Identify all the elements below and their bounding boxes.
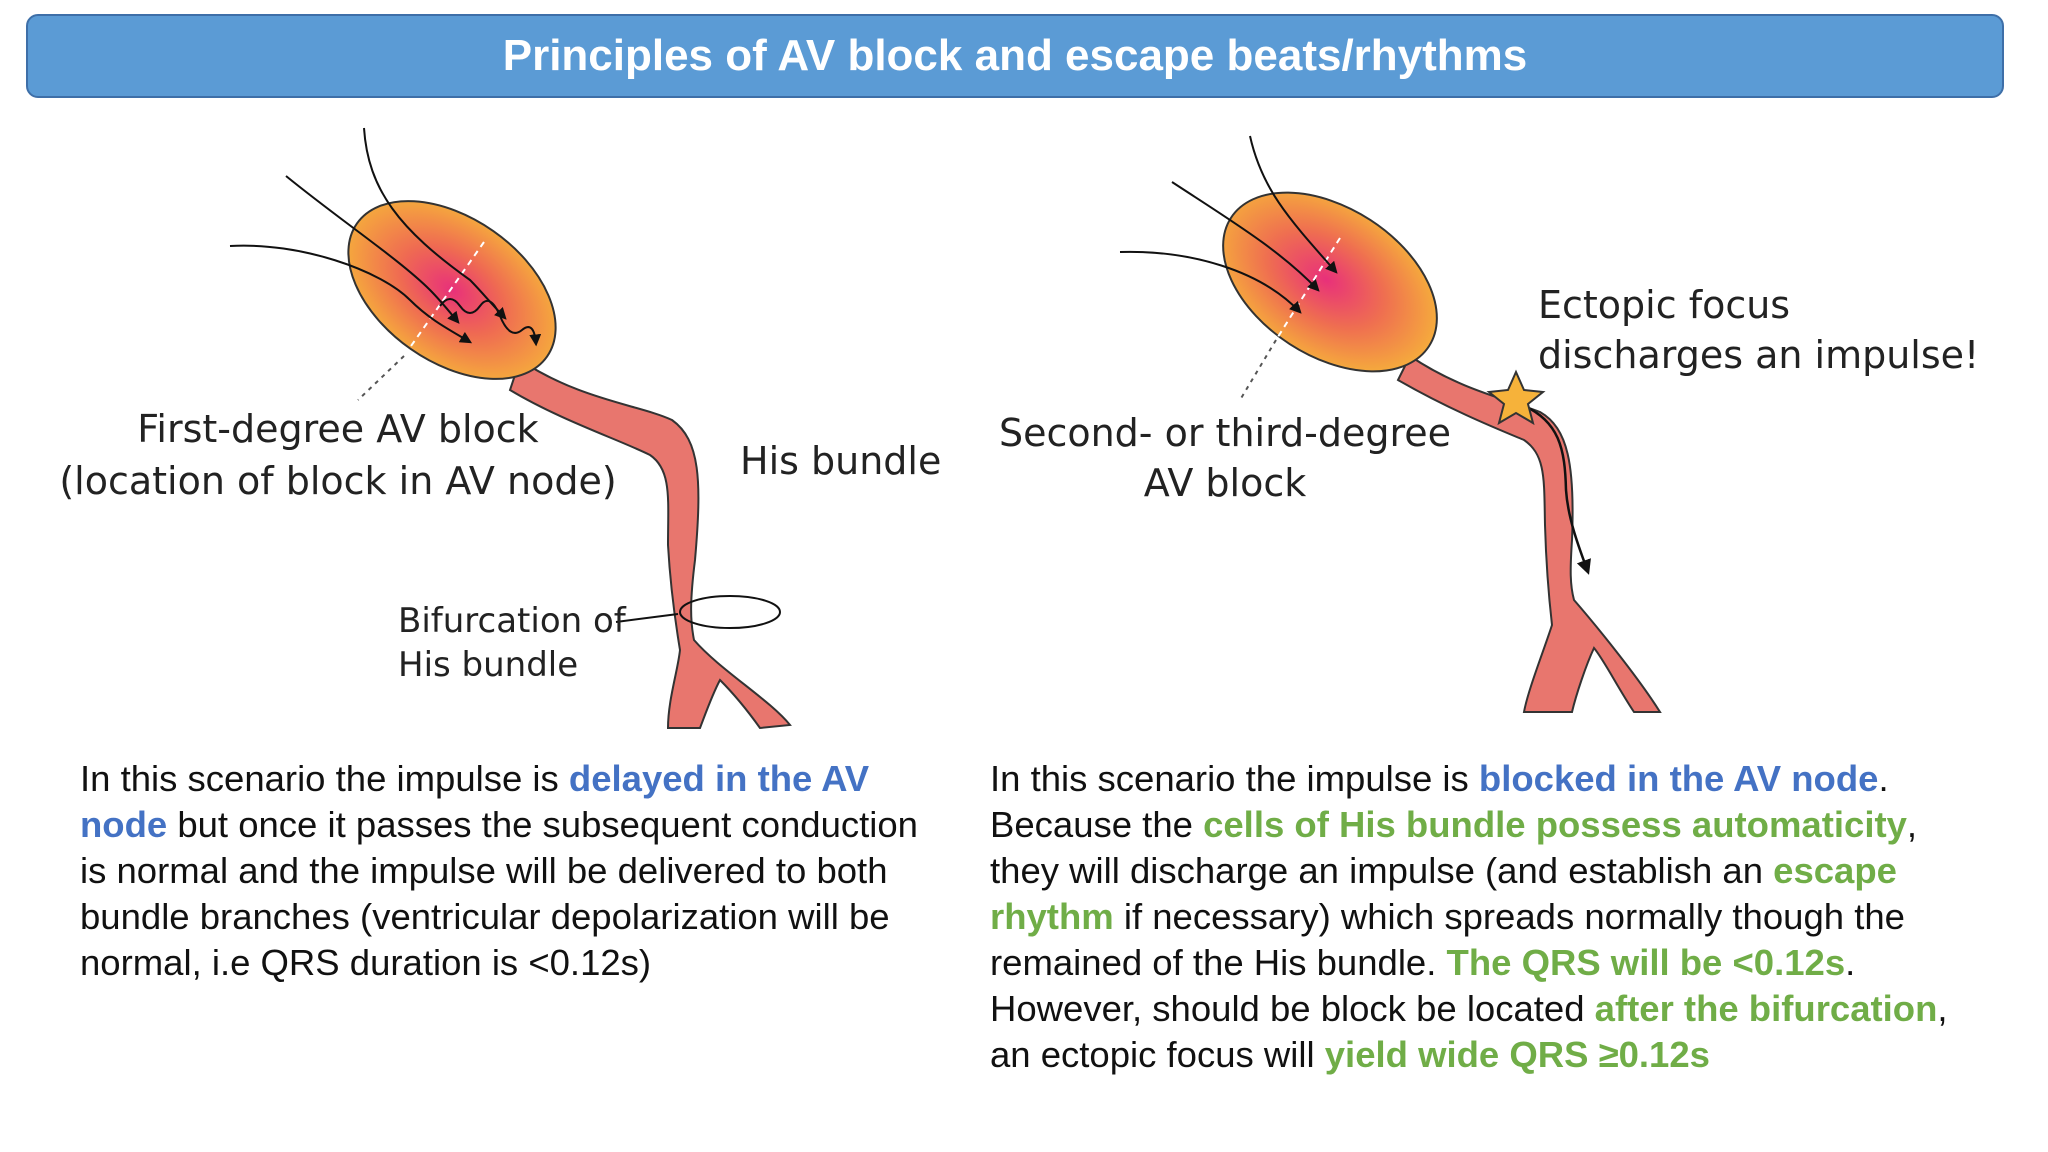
label-his-bundle: His bundle: [740, 439, 941, 483]
star-icon: [1486, 369, 1546, 426]
highlight-green: The QRS will be <0.12s: [1446, 942, 1846, 983]
page-title: Principles of AV block and escape beats/…: [502, 31, 1528, 80]
text-segment: In this scenario the impulse is: [990, 758, 1479, 799]
right-diagram: Second- or third-degree AV block Ectopic…: [999, 135, 1979, 713]
right-explanation: In this scenario the impulse is blocked …: [990, 756, 1990, 1078]
highlight-green: cells of His bundle possess automaticity: [1203, 804, 1907, 845]
highlight-blue: delayed in the AV node: [80, 758, 870, 845]
highlight-green: after the bifurcation: [1594, 988, 1938, 1029]
block-line-left: [403, 241, 485, 357]
pointer-line-right: [1239, 339, 1277, 401]
label-ectopic-discharge: discharges an impulse!: [1538, 333, 1979, 377]
left-diagram: First-degree AV block (location of block…: [59, 127, 941, 730]
text-segment: . Because the: [990, 758, 1889, 845]
his-bundle-right: [1396, 354, 1662, 713]
highlight-green: yield wide QRS ≥0.12s: [1324, 1034, 1710, 1075]
label-first-degree: First-degree AV block: [137, 407, 538, 451]
delay-wave-left: [439, 298, 542, 347]
label-first-degree-location: (location of block in AV node): [59, 459, 616, 503]
label-second-third-degree: Second- or third-degree: [999, 411, 1451, 455]
text-segment: but once it passes the subsequent conduc…: [80, 804, 918, 983]
left-explanation: In this scenario the impulse is delayed …: [80, 756, 920, 986]
impulse-line-right-3: [1119, 250, 1302, 314]
label-bifurcation-1: Bifurcation of: [398, 601, 627, 641]
ectopic-impulse-path: [1519, 402, 1591, 575]
impulse-line-right-1: [1249, 135, 1338, 274]
text-segment: . However, should be block be located: [990, 942, 1856, 1029]
impulse-line-left-2: [285, 175, 460, 324]
label-ectopic-focus: Ectopic focus: [1538, 283, 1790, 327]
impulse-line-right-2: [1171, 181, 1320, 292]
text-segment: , an ectopic focus will: [990, 988, 1948, 1075]
title-bar: Principles of AV block and escape beats/…: [26, 14, 2004, 98]
text-segment: , they will discharge an impulse (and es…: [990, 804, 1918, 891]
pointer-line-left: [357, 355, 405, 401]
impulse-line-left-3: [229, 244, 473, 344]
impulse-line-left-1: [363, 127, 507, 320]
av-node-right: [1222, 191, 1438, 373]
bifurcation-ring: [679, 595, 781, 629]
av-node-left: [347, 200, 557, 380]
bifurcation-pointer: [615, 613, 679, 623]
label-av-block: AV block: [1144, 461, 1306, 505]
highlight-green: escape rhythm: [990, 850, 1897, 937]
text-segment: In this scenario the impulse is: [80, 758, 569, 799]
his-bundle-left: [508, 358, 792, 730]
text-segment: if necessary) which spreads normally tho…: [990, 896, 1905, 983]
highlight-blue: blocked in the AV node: [1478, 758, 1879, 799]
label-bifurcation-2: His bundle: [398, 645, 578, 685]
